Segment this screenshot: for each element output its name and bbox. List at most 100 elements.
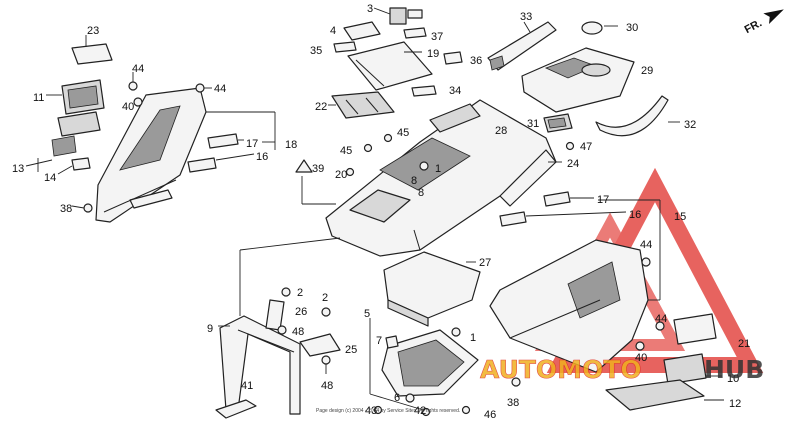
part-12-pocket: [605, 379, 724, 411]
callout-45: 45: [340, 145, 352, 157]
callout-31: 31: [527, 118, 539, 130]
part-19-lid: [347, 41, 433, 91]
fastener-1-b: [451, 327, 461, 337]
callout-48: 48: [321, 380, 333, 392]
callout-10: 10: [727, 373, 739, 385]
callout-20: 20: [335, 169, 347, 181]
callout-19: 19: [427, 48, 439, 60]
fastener-38-right: [511, 377, 521, 387]
callout-2: 2: [297, 287, 303, 299]
callout-6: 6: [394, 392, 400, 404]
callout-9: 9: [207, 323, 213, 335]
callout-44: 44: [655, 313, 667, 325]
direction-label: FR.: [743, 17, 764, 36]
part-16-pad-right: [499, 211, 627, 227]
callout-27: 27: [479, 257, 491, 269]
copyright-text: Page design (c) 2004 - 2014 by Service S…: [316, 408, 460, 414]
callout-47: 47: [580, 141, 592, 153]
part-23-lid: [71, 35, 113, 65]
part-5-tray: [369, 318, 479, 413]
fastener-2-b: [321, 307, 331, 317]
callout-40: 40: [635, 352, 647, 364]
part-43-screw: [373, 405, 383, 415]
fastener-40: [133, 97, 143, 107]
callout-29: 29: [641, 65, 653, 77]
part-4-bracket: [343, 21, 381, 41]
callout-17: 17: [597, 194, 609, 206]
part-34-pad: [411, 85, 437, 97]
callout-44: 44: [640, 239, 652, 251]
callout-45: 45: [397, 127, 409, 139]
part-37-pad: [403, 27, 427, 39]
part-13-pocket: [25, 111, 101, 175]
callout-15: 15: [674, 211, 686, 223]
callout-25: 25: [345, 344, 357, 356]
part-30-grommet: [581, 21, 618, 35]
fastener-48-a: [277, 325, 287, 335]
part-15-right-side-panel: [489, 199, 661, 373]
part-42-screw: [421, 407, 431, 417]
part-16-pad-left: [187, 153, 255, 173]
fastener-45-b: [363, 143, 373, 153]
part-41-clip: [215, 399, 257, 419]
callout-8: 8: [411, 175, 417, 187]
callout-26: 26: [295, 306, 307, 318]
part-39-plug: [295, 159, 336, 205]
callout-40: 40: [122, 101, 134, 113]
callout-33: 33: [520, 11, 532, 23]
front-direction-arrow: FR.: [743, 9, 784, 36]
part-11-pocket: [46, 79, 105, 115]
fastener-44-a: [128, 72, 138, 91]
callout-17: 17: [246, 138, 258, 150]
watermark-text-part2: HUB: [704, 355, 764, 384]
fastener-44-right-a: [641, 257, 651, 267]
callout-2: 2: [322, 292, 328, 304]
callout-22: 22: [315, 101, 327, 113]
callout-4: 4: [330, 25, 336, 37]
callout-30: 30: [626, 22, 638, 34]
callout-18: 18: [285, 139, 297, 151]
callout-5: 5: [364, 308, 370, 320]
fastener-2-a: [281, 287, 291, 297]
watermark-text-part1: AUTOMOTO: [480, 355, 642, 384]
fastener-40-right: [635, 341, 645, 351]
part-25-stay: [299, 333, 341, 357]
part-9-bracket: [218, 237, 341, 415]
callout-43: 43: [365, 405, 377, 417]
watermark-text: AUTOMOTO HUB: [480, 355, 765, 385]
callout-35: 35: [310, 45, 322, 57]
callout-23: 23: [87, 25, 99, 37]
callout-48: 48: [292, 326, 304, 338]
part-20-screw: [345, 167, 355, 177]
callout-28: 28: [495, 125, 507, 137]
part-36-pad: [443, 51, 463, 65]
callout-21: 21: [738, 338, 750, 350]
callout-14: 14: [44, 172, 56, 184]
fastener-45-a: [383, 133, 393, 143]
part-46-screw: [461, 405, 471, 415]
callout-37: 37: [431, 31, 443, 43]
part-27-armrest: [383, 251, 481, 327]
callout-46: 46: [484, 409, 496, 421]
fastener-44-right-b: [655, 321, 665, 331]
callout-13: 13: [12, 163, 24, 175]
part-32-strap: [595, 95, 680, 137]
part-7-clip: [385, 335, 399, 349]
part-6-screw: [405, 393, 415, 403]
part-21-lid: [673, 313, 717, 345]
part-29-rear-cover: [521, 47, 635, 113]
callout-11: 11: [33, 92, 44, 104]
part-10-pocket: [663, 353, 722, 385]
callout-39: 39: [312, 163, 324, 175]
part-3-ignition: [373, 7, 423, 25]
fastener-47: [565, 141, 575, 151]
callout-8: 8: [418, 187, 424, 199]
fastener-1-a: [419, 161, 429, 171]
callout-44: 44: [132, 63, 144, 75]
callout-12: 12: [729, 398, 741, 410]
callout-1: 1: [435, 163, 441, 175]
fastener-38-left: [71, 203, 93, 213]
callout-1: 1: [470, 332, 476, 344]
